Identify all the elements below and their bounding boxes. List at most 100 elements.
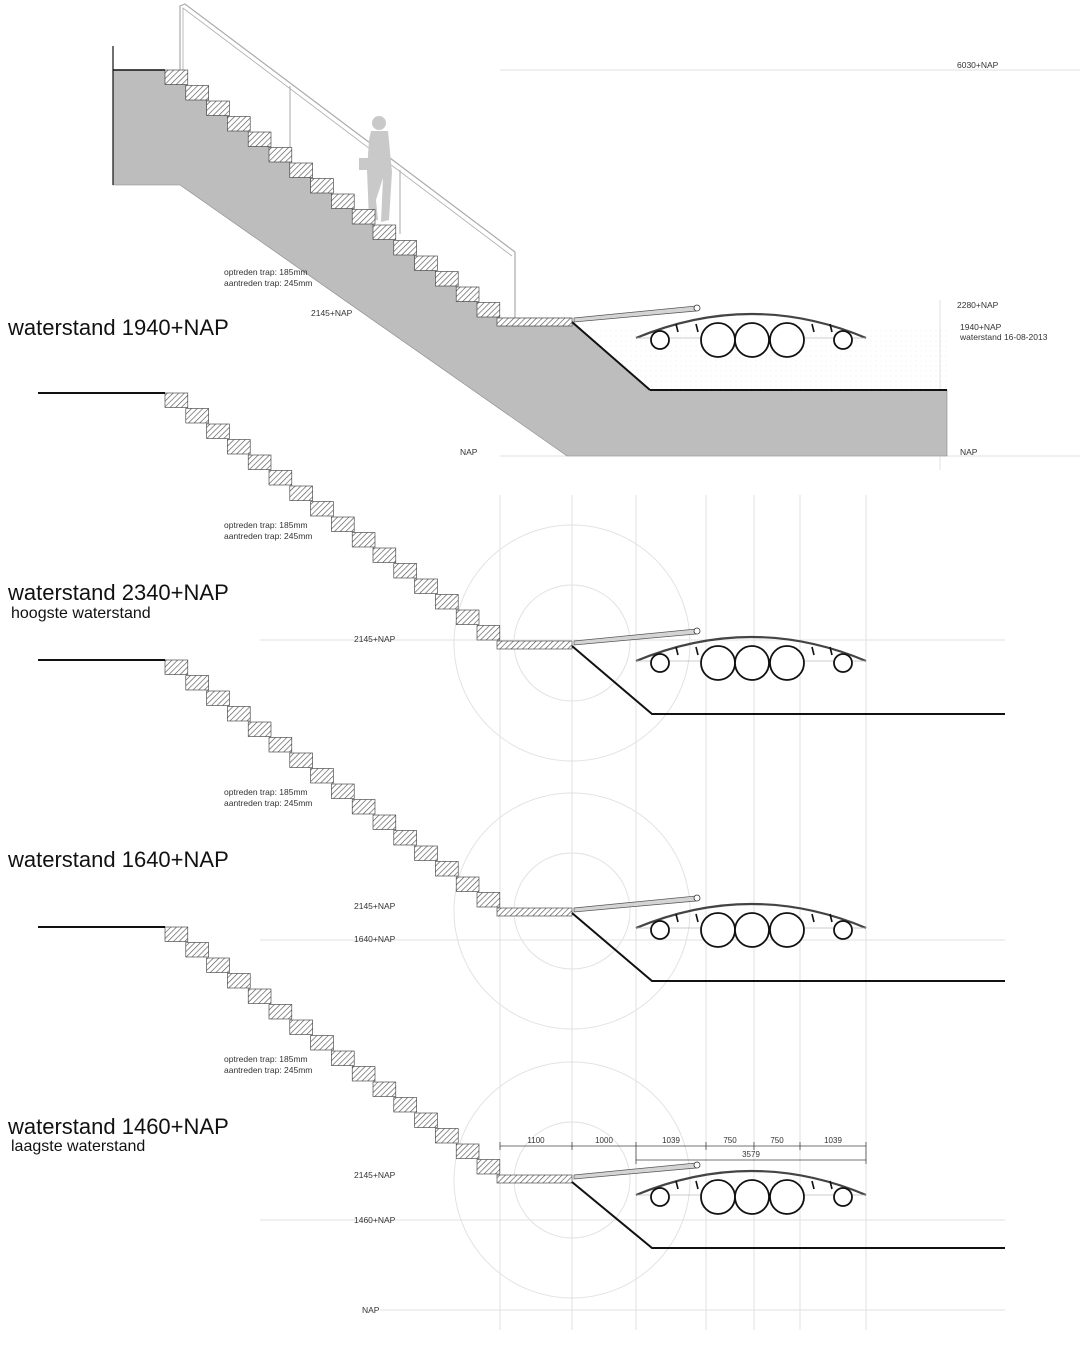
deck-support (829, 323, 833, 333)
stair-step (372, 547, 397, 563)
stair-step (289, 1019, 313, 1035)
stair-step (476, 892, 501, 908)
deck-support (675, 323, 679, 333)
section-title: waterstand 1640+NAP (7, 847, 229, 872)
stair-step (435, 861, 459, 877)
deck-support (829, 913, 833, 923)
stair-step (206, 957, 230, 973)
pontoon-group (573, 304, 867, 1215)
deck-support (829, 1180, 833, 1190)
deck-support (829, 646, 833, 656)
dimension-value: 750 (723, 1136, 737, 1145)
water-level: 1460+NAP (354, 1215, 396, 1225)
float-tube (650, 1187, 670, 1207)
gangway-ramp (573, 1162, 697, 1180)
float-tube (734, 645, 770, 681)
landing-level: 2145+NAP (354, 634, 396, 644)
float-tube (833, 653, 853, 673)
landing-slab (496, 907, 573, 917)
deck-support (811, 323, 815, 333)
pontoon-assembly (573, 894, 867, 948)
section-title: waterstand 2340+NAP (7, 580, 229, 605)
stair-step (268, 470, 293, 486)
stair-tread-note: aantreden trap: 245mm (224, 798, 312, 808)
stair-step (185, 408, 209, 424)
dimension-value: 750 (770, 1136, 784, 1145)
stair-step (393, 1097, 417, 1113)
stair-step (476, 625, 501, 641)
stair-step (227, 973, 251, 989)
stair-step (331, 783, 355, 799)
pontoon-deck (635, 1169, 867, 1197)
stair-step (206, 100, 230, 116)
dimension-value: 1039 (824, 1136, 842, 1145)
deck-support (695, 913, 699, 923)
stair-step (455, 1143, 480, 1159)
gangway-ramp (573, 895, 697, 913)
base-level: NAP (362, 1305, 380, 1315)
stair-step (268, 737, 293, 753)
pontoon-deck (635, 902, 867, 930)
float-tube (734, 322, 770, 358)
stair-step (331, 516, 355, 532)
stair-step (310, 768, 334, 784)
section-4-labels: waterstand 1460+NAP laagste waterstand o… (7, 1054, 842, 1315)
landing-level: 2145+NAP (354, 901, 396, 911)
top-level: 6030+NAP (957, 60, 999, 70)
stair-step (289, 485, 313, 501)
hinge-icon (693, 627, 701, 635)
stair-step (435, 271, 459, 287)
stair-step (372, 1081, 397, 1097)
stair-step (247, 454, 272, 470)
section-1-labels: waterstand 1940+NAP optreden trap: 185mm… (7, 60, 1048, 457)
stair-tread-note: aantreden trap: 245mm (224, 278, 312, 288)
landing-slab (496, 640, 573, 650)
float-tube (833, 1187, 853, 1207)
stair-step (164, 392, 189, 408)
ground-lines (38, 392, 1005, 1249)
stair-step (227, 706, 251, 722)
stair-step (414, 578, 438, 594)
stair-step (185, 85, 209, 101)
stair-step (206, 690, 230, 706)
section-title: waterstand 1940+NAP (7, 315, 229, 340)
stair-step (289, 162, 313, 178)
stair-step (393, 563, 417, 579)
stair-step (268, 147, 293, 163)
stair-step (351, 532, 376, 548)
stair-step (393, 240, 417, 256)
stair-step (289, 752, 313, 768)
stair-step (476, 1159, 501, 1175)
person-figure-icon (359, 116, 392, 222)
water-level: 1640+NAP (354, 934, 396, 944)
water-level-note: waterstand 16-08-2013 (959, 332, 1048, 342)
stair-step (476, 302, 501, 318)
stair-riser-note: optreden trap: 185mm (224, 520, 308, 530)
stair-step (414, 1112, 438, 1128)
float-tube (769, 1179, 805, 1215)
pontoon-deck (635, 635, 867, 663)
stair-step (268, 1004, 293, 1020)
stair-step (455, 876, 480, 892)
hinge-icon (693, 304, 701, 312)
stair-step (227, 439, 251, 455)
stair-step (414, 255, 438, 271)
deck-support (695, 1180, 699, 1190)
float-tube (700, 322, 736, 358)
deck-support (675, 913, 679, 923)
stair-riser-note: optreden trap: 185mm (224, 1054, 308, 1064)
stair-step (351, 1066, 376, 1082)
stair-step (372, 814, 397, 830)
stair-steps-group (164, 69, 573, 1184)
hinge-icon (693, 894, 701, 902)
section-1-structure (112, 3, 948, 457)
stair-riser-note: optreden trap: 185mm (224, 267, 308, 277)
stair-step (185, 942, 209, 958)
section-title: waterstand 1460+NAP (7, 1114, 229, 1139)
stair-step (372, 224, 397, 240)
float-tube (734, 1179, 770, 1215)
deck-support (695, 646, 699, 656)
float-tube (769, 645, 805, 681)
stair-step (331, 193, 355, 209)
float-tube (700, 912, 736, 948)
